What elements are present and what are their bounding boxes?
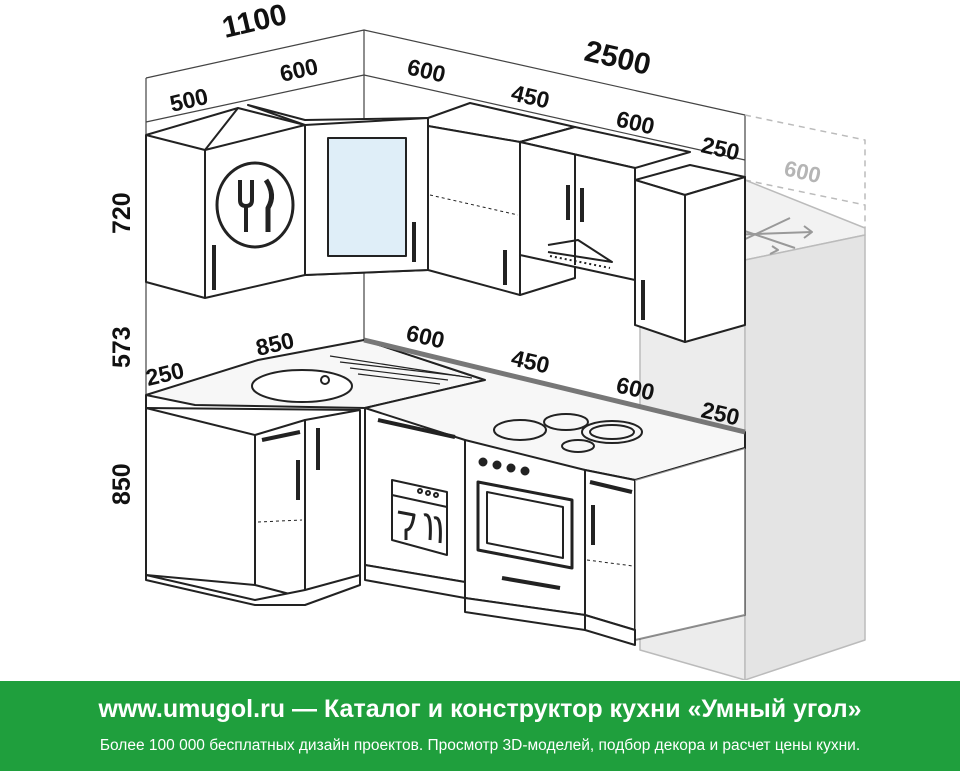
oven-cabinet [464,439,586,631]
dim-upper-right-end: 250 [699,132,742,166]
banner-heading: Каталог и конструктор кухни «Умный угол» [323,695,862,723]
site-link[interactable]: www.umugol.ru [98,695,286,723]
banner-subtitle: Более 100 000 бесплатных дизайн проектов… [99,737,861,754]
dim-upper-right-corner: 600 [405,54,448,88]
dim-height-lower: 850 [108,463,136,505]
cutlery-icon [215,161,295,249]
dim-height-upper: 720 [108,192,136,234]
dim-fridge-width: 600 [782,156,823,189]
oven-icon [476,457,574,590]
cooktop-icon [493,413,643,453]
sink-icon [251,355,473,403]
dishwasher [364,407,466,599]
kitchen-diagram: 1100 500 600 2500 600 450 600 250 600 72… [108,0,866,680]
dim-lower-right-mid: 450 [509,345,552,379]
upper-cabinet-left [145,107,306,299]
dim-upper-left-total: 1100 [219,0,290,45]
banner-separator: — [285,695,324,723]
lower-cabinet-left [145,395,361,606]
dishwasher-icon [391,479,448,556]
hood-icon [547,239,613,269]
footer-banner: www.umugol.ru — Каталог и конструктор ку… [0,681,960,771]
dim-upper-right-hood: 600 [614,106,657,140]
dim-lower-right-corner: 600 [404,320,447,354]
lower-cabinet-right [584,447,746,646]
dim-upper-right-total: 2500 [581,35,653,82]
dim-height-gap: 573 [108,326,136,368]
upper-cabinet-end [634,164,746,343]
dim-upper-left-end: 500 [167,83,210,117]
upper-cabinet-glass [247,104,429,276]
dim-upper-left-corner: 600 [277,53,320,87]
banner-title: www.umugol.ru — Каталог и конструктор ку… [0,695,960,724]
